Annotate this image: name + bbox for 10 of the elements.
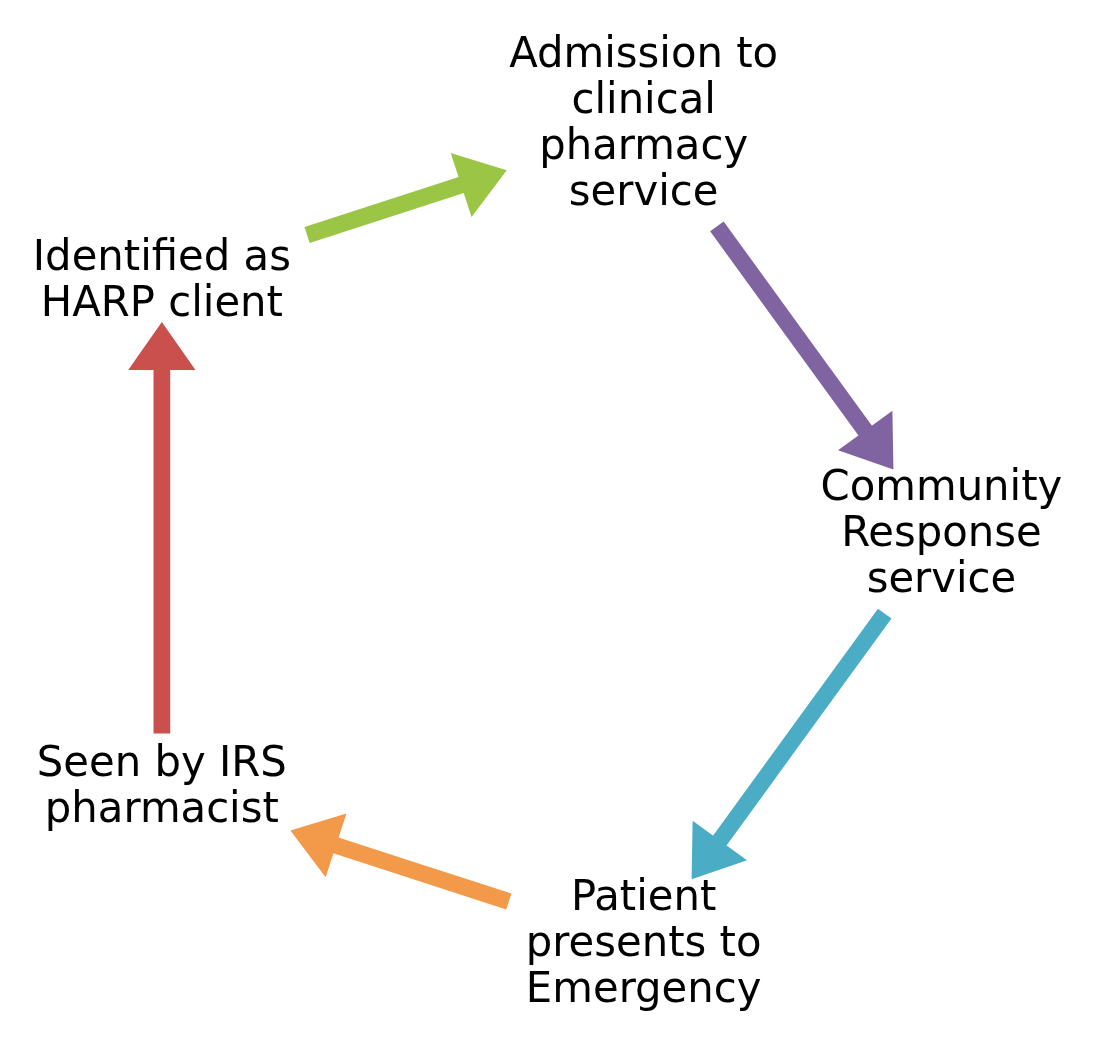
- node-text: Seen by IRS pharmacist: [36, 736, 287, 832]
- arrow: [290, 812, 512, 909]
- node-text: Community Response service: [820, 460, 1063, 602]
- node-text: Admission to clinical pharmacy service: [509, 27, 779, 215]
- arrow: [710, 221, 894, 469]
- node-text: Patient presents to Emergency: [525, 870, 762, 1012]
- node-text: Identified as HARP client: [32, 230, 291, 326]
- arrow: [128, 321, 196, 734]
- arrow: [691, 608, 892, 879]
- arrow: [304, 152, 507, 243]
